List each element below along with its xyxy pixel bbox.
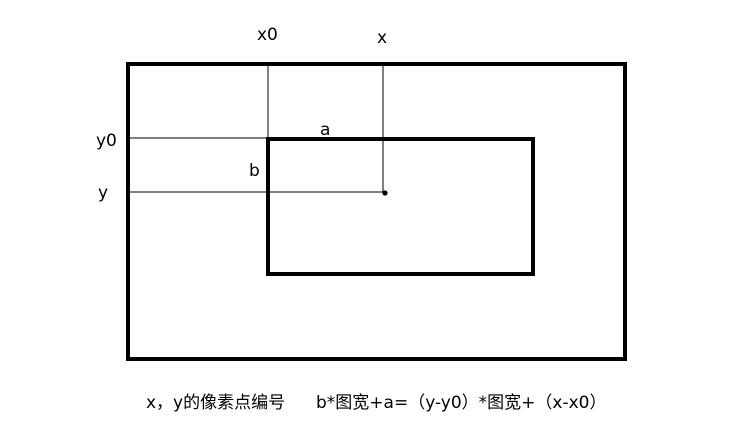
- inner-region-rect: [266, 137, 535, 276]
- label-y: y: [98, 183, 108, 203]
- outer-image-rect: [126, 62, 627, 361]
- label-b: b: [249, 161, 260, 181]
- label-x: x: [377, 28, 387, 48]
- label-x0: x0: [257, 25, 278, 45]
- pixel-point: [382, 190, 388, 196]
- caption-pixel-index: x，y的像素点编号: [146, 393, 286, 413]
- caption-formula: b*图宽+a=（y-y0）*图宽+（x-x0）: [316, 393, 607, 413]
- label-y0: y0: [96, 131, 117, 151]
- label-a: a: [320, 120, 330, 140]
